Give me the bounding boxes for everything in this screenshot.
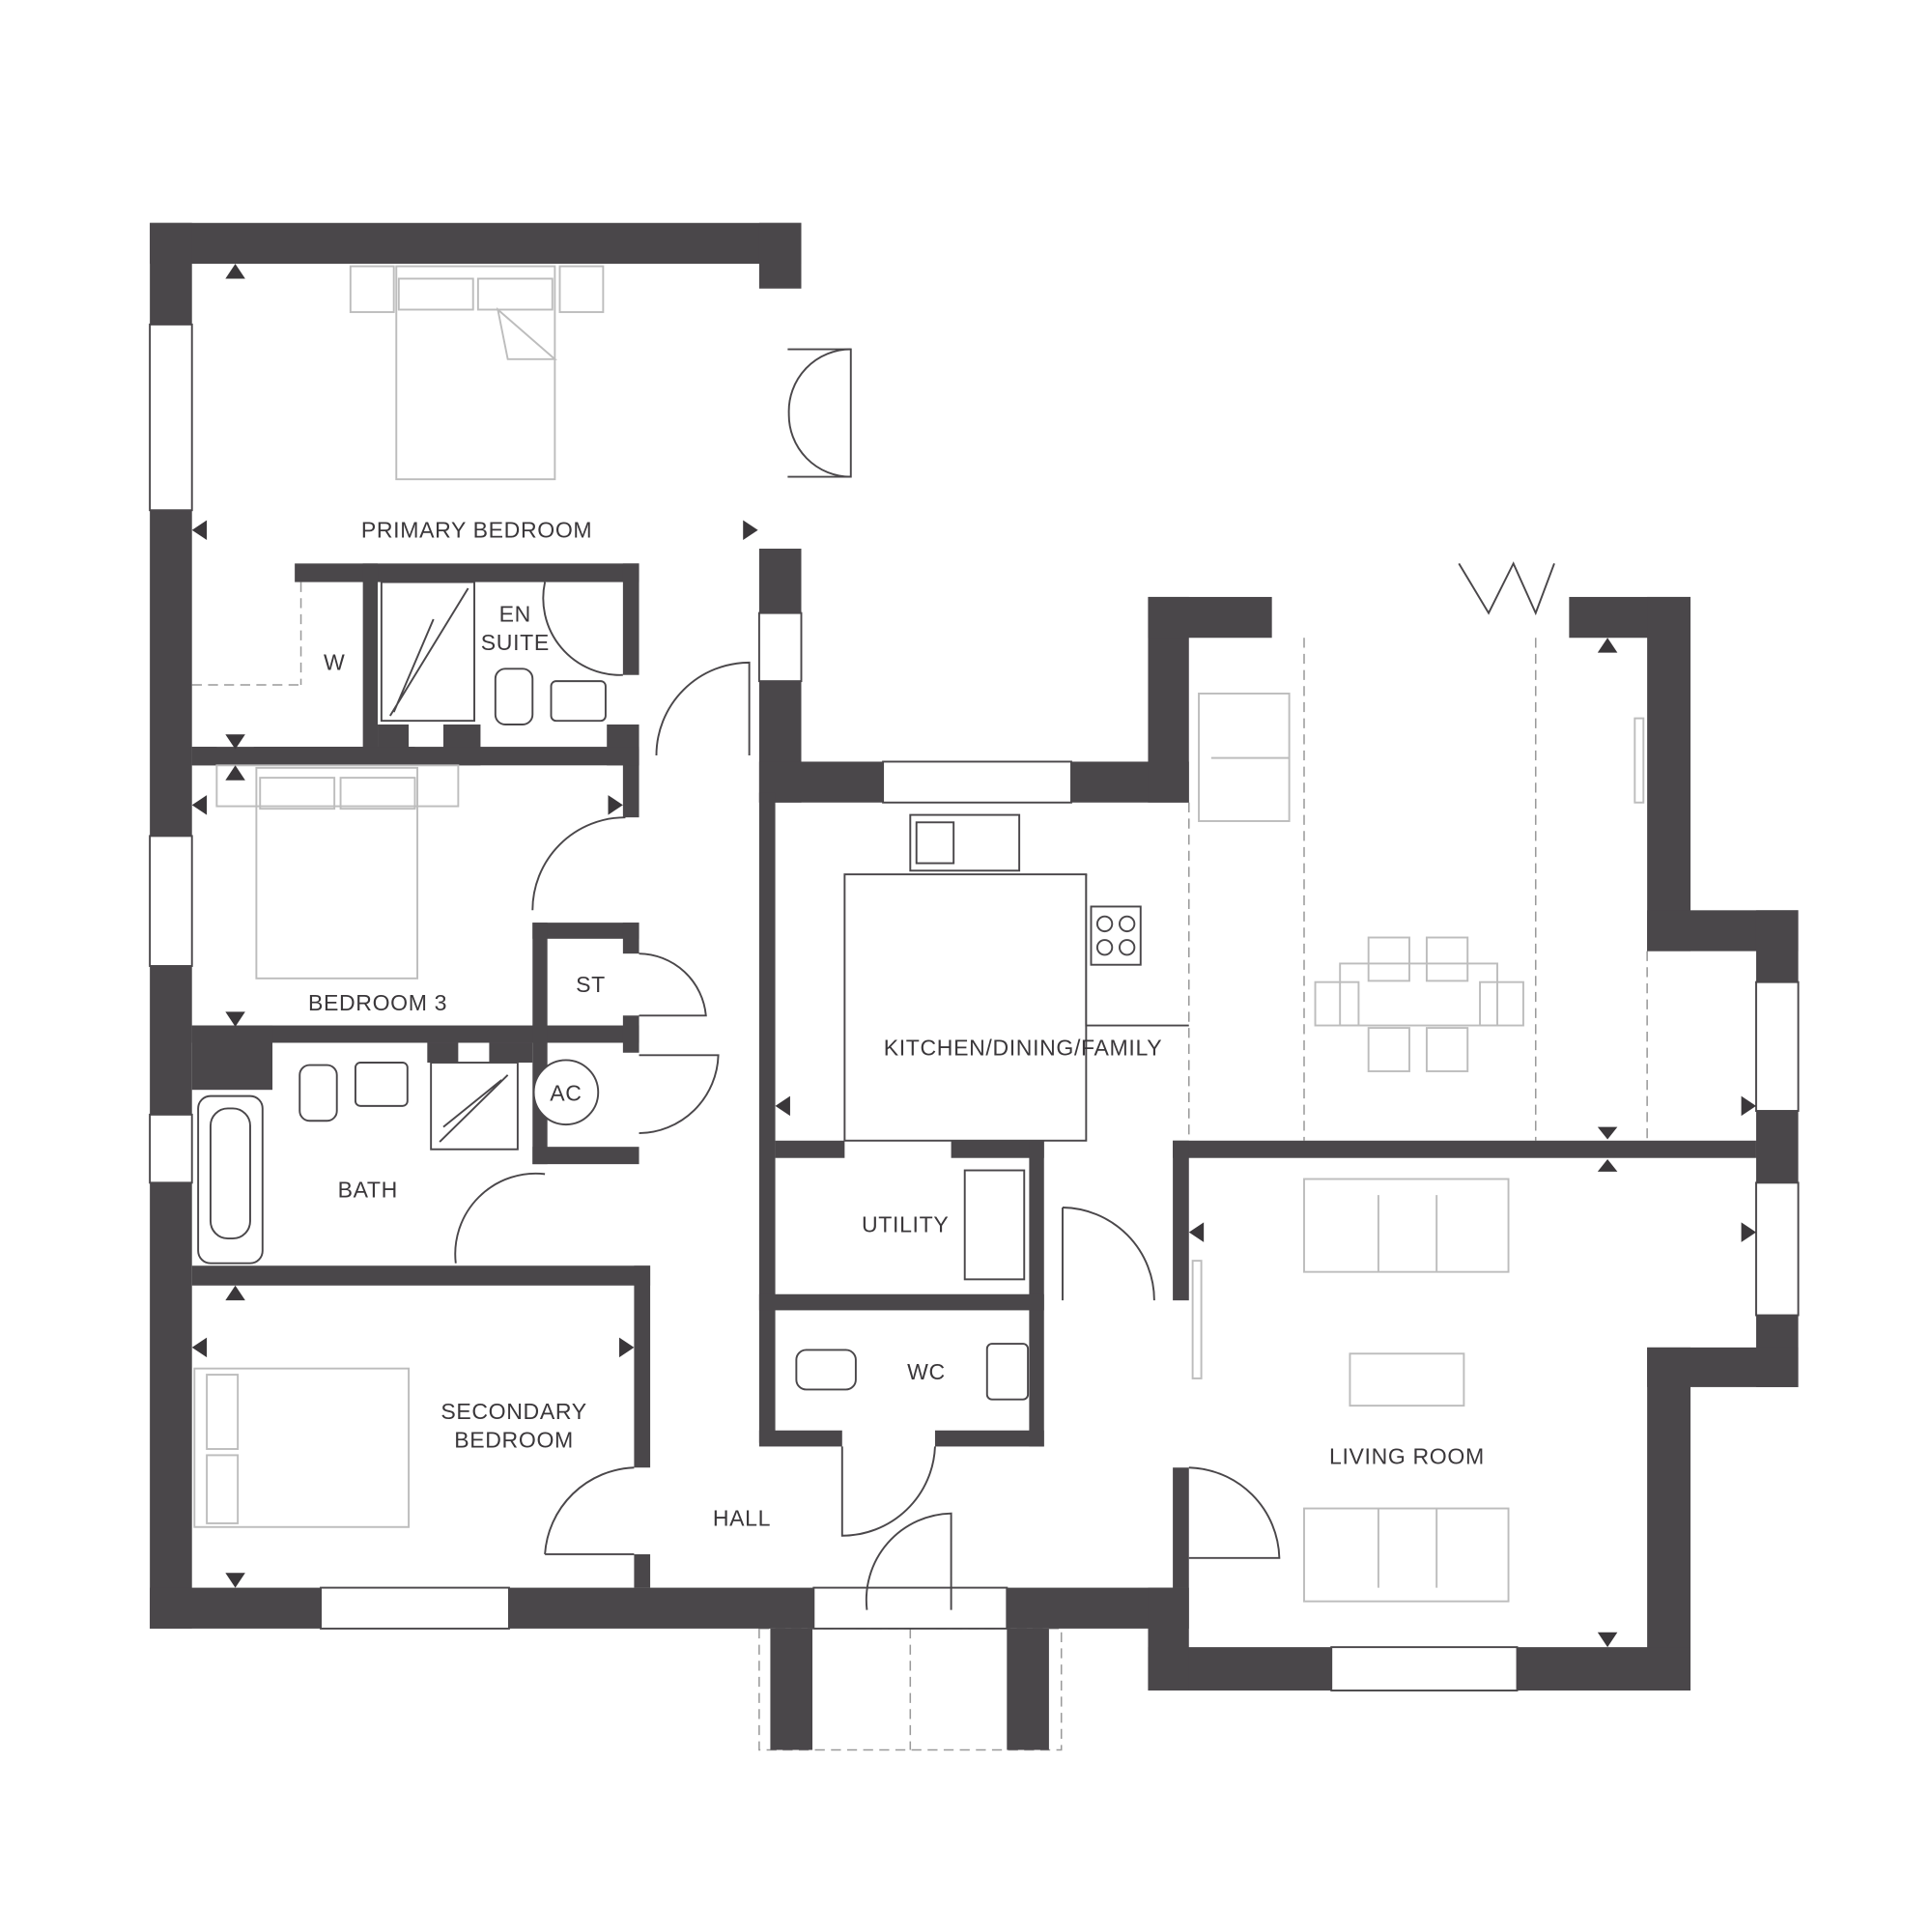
coffee-table [1349, 1352, 1465, 1407]
label-hall: HALL [713, 1505, 771, 1530]
label-store: ST [576, 972, 606, 997]
label-utility: UTILITY [862, 1212, 949, 1237]
label-secondary-bedroom: SECONDARY [440, 1399, 586, 1424]
double-bed [395, 265, 556, 481]
toilet [494, 668, 534, 725]
doors [454, 348, 1555, 1610]
windows [149, 323, 1800, 1691]
single-bed [255, 766, 419, 980]
shower [430, 1062, 519, 1151]
dining-table [1339, 962, 1498, 1027]
label-en-suite: SUITE [481, 630, 550, 655]
room-labels: PRIMARY BEDROOM EN SUITE W BEDROOM 3 ST … [308, 517, 1485, 1530]
label-airing-cupboard: AC [550, 1081, 582, 1106]
label-primary-bedroom: PRIMARY BEDROOM [361, 517, 592, 542]
label-bath: BATH [338, 1178, 398, 1203]
label-wardrobe: W [324, 650, 345, 675]
secondary-bed [193, 1367, 411, 1528]
shower [380, 581, 475, 723]
view-arrows [191, 264, 1756, 1648]
label-bedroom-3: BEDROOM 3 [308, 990, 447, 1015]
boiler [532, 1059, 600, 1126]
basin [985, 1343, 1030, 1401]
label-wc: WC [907, 1359, 946, 1384]
hob [1090, 905, 1142, 966]
label-secondary-bedroom: BEDROOM [454, 1428, 574, 1453]
label-living-room: LIVING ROOM [1329, 1443, 1485, 1468]
kitchen-zone-lines [191, 582, 1648, 1141]
kitchen-worktop [843, 873, 1088, 1142]
label-kitchen: KITCHEN/DINING/FAMILY [884, 1035, 1163, 1060]
toilet [298, 1064, 338, 1122]
utility-sink [963, 1169, 1026, 1281]
sofa [1303, 1507, 1510, 1603]
furniture [193, 265, 1645, 1603]
toilet [795, 1349, 857, 1391]
fixtures [197, 581, 1189, 1401]
basin [354, 1062, 409, 1107]
basin [550, 680, 607, 723]
label-en-suite: EN [499, 602, 531, 627]
sofa [1303, 1178, 1510, 1273]
